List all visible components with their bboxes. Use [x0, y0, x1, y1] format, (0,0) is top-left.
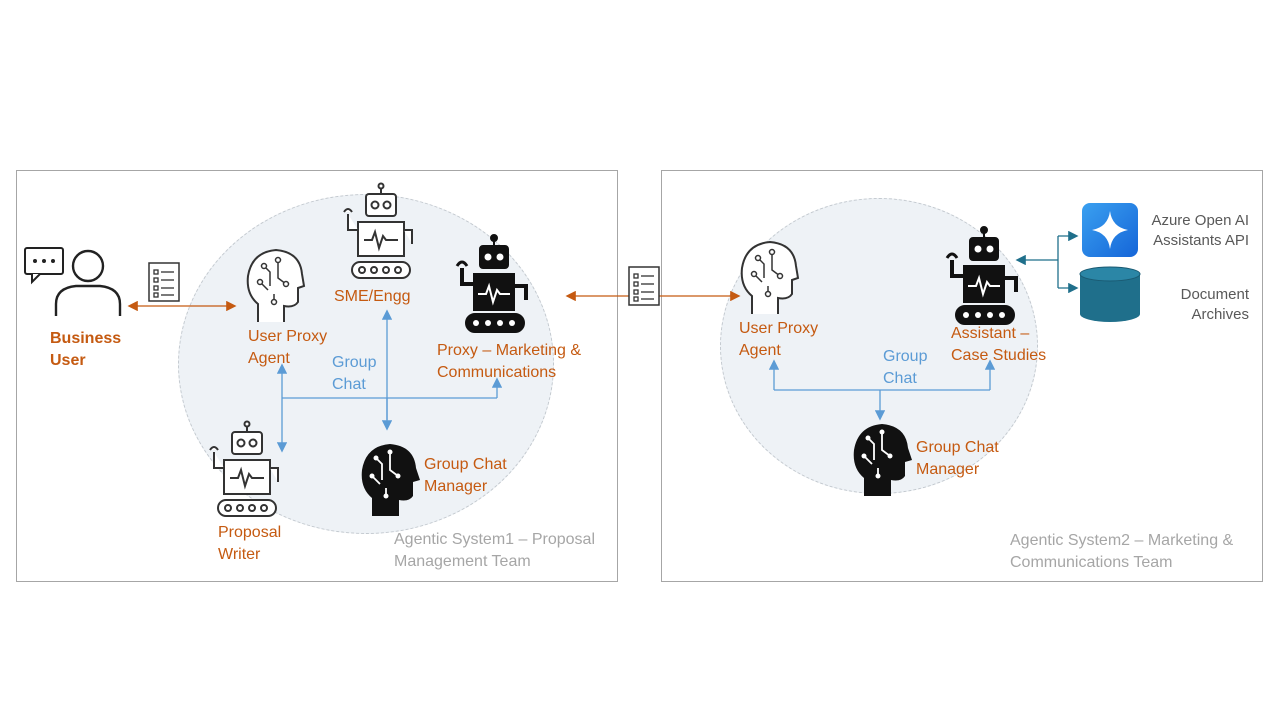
robot-solid-icon [945, 226, 1018, 325]
robot-outline-icon [209, 420, 279, 517]
document-list-icon [628, 266, 660, 306]
azure-openai-icon [1082, 203, 1138, 257]
robot-solid-icon [455, 234, 528, 333]
head-circuit-solid-icon [361, 444, 420, 516]
business-user-icon [24, 247, 122, 316]
sme-label: SME/Engg [334, 288, 411, 305]
database-icon [1079, 266, 1141, 322]
head-circuit-outline-icon [740, 240, 800, 314]
proxy-marketing-label: Proxy – Marketing &Communications [437, 342, 582, 381]
assistant-case-studies-label: Assistant –Case Studies [951, 325, 1047, 364]
head-circuit-outline-icon [246, 248, 306, 322]
head-circuit-solid-icon [853, 424, 912, 496]
document-list-icon [148, 262, 180, 302]
robot-outline-icon [343, 182, 413, 279]
system2-caption: Agentic System2 – Marketing &Communicati… [1010, 532, 1234, 571]
